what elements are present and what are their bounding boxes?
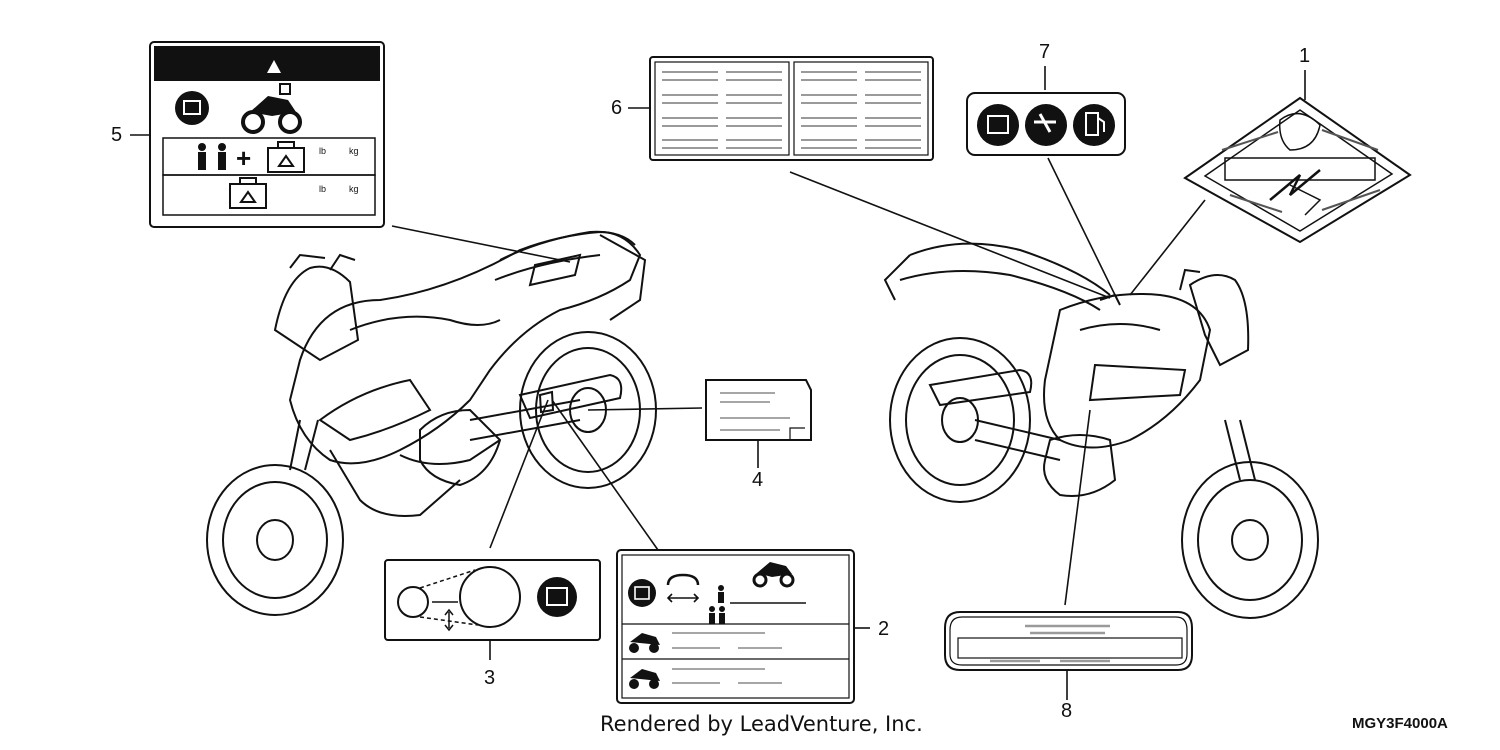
label-1-emission-diamond [1183, 96, 1412, 244]
label-6-info [649, 56, 934, 161]
manual-icon [628, 579, 656, 607]
unit-label: lb [319, 146, 327, 156]
left-motorcycle-illustration [206, 230, 657, 616]
label-8-plate [944, 611, 1193, 671]
label-7-icons [966, 92, 1126, 156]
manual-icon [537, 577, 577, 617]
unit-label: kg [349, 146, 359, 156]
fuel-icon [1073, 104, 1115, 146]
tire-pressure-icon [666, 573, 700, 603]
render-credit: Rendered by LeadVenture, Inc. [600, 712, 923, 736]
rear-tire-motorcycle-icon [629, 669, 660, 689]
manual-icon [175, 91, 209, 125]
callout-7: 7 [1039, 41, 1051, 63]
luggage-icon [229, 141, 305, 209]
plus-sign: + [236, 143, 252, 173]
label-2-tire-info [616, 549, 855, 704]
front-tire-motorcycle-icon [629, 633, 660, 653]
rider-icon [709, 585, 725, 624]
callout-5: 5 [111, 124, 123, 146]
diagram-code: MGY3F4000A [1352, 715, 1448, 732]
no-flame-icon [1025, 104, 1067, 146]
callout-1: 1 [1299, 45, 1311, 67]
label-5-load-warning [149, 41, 385, 228]
callout-3: 3 [484, 667, 496, 689]
callout-6: 6 [611, 97, 623, 119]
callout-2: 2 [878, 618, 890, 640]
unit-label: kg [349, 184, 359, 194]
motorcycle-icon [241, 83, 302, 134]
label-4-tag [705, 379, 812, 441]
unit-label: lb [319, 184, 327, 194]
motorcycle-icon [752, 562, 795, 588]
callout-8: 8 [1061, 700, 1073, 722]
rider-passenger-icon [198, 143, 226, 170]
callout-4: 4 [752, 469, 764, 491]
right-motorcycle-illustration [883, 242, 1319, 619]
manual-icon [977, 104, 1019, 146]
label-3-chain [384, 559, 601, 641]
leader-lines [130, 66, 1306, 700]
